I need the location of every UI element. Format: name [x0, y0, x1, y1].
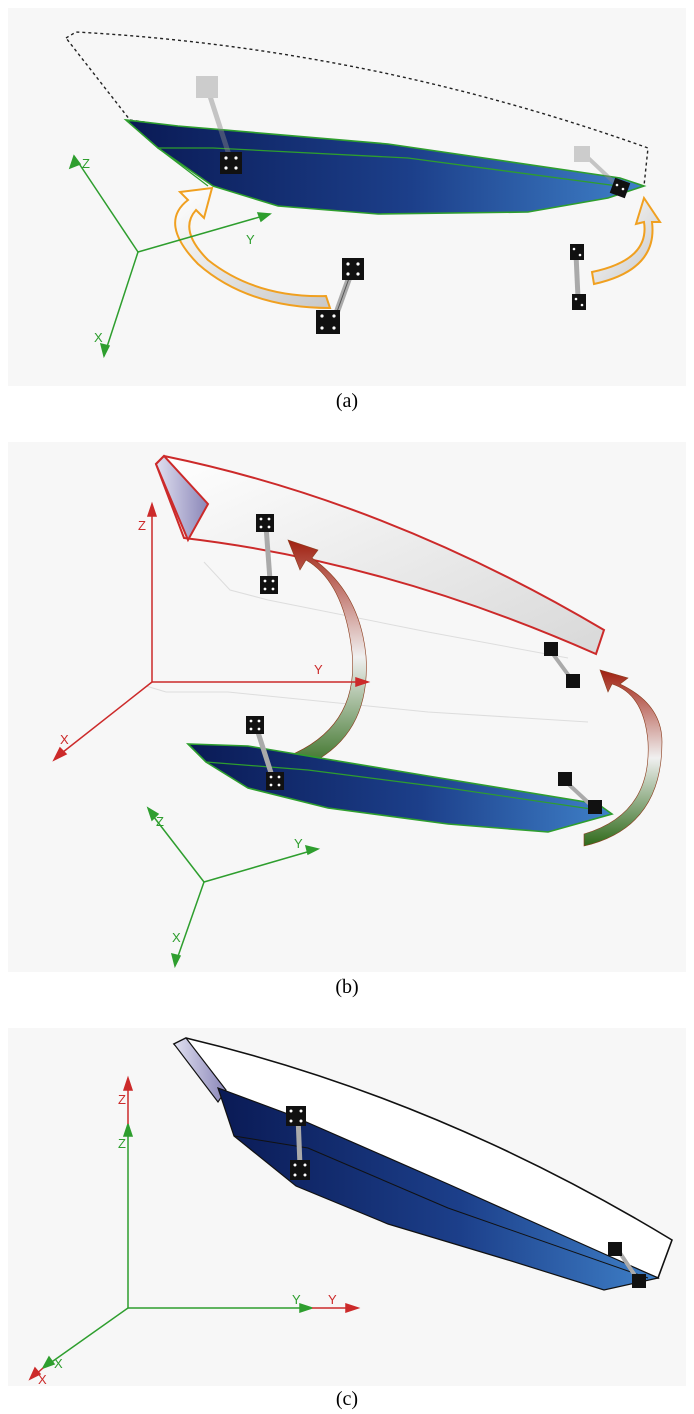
hull-top-edge	[125, 119, 619, 187]
axis-label-z: Z	[82, 156, 90, 171]
caption-a: (a)	[335, 390, 359, 412]
axis-red-label-z: Z	[118, 1092, 126, 1107]
target-deck-bow	[154, 454, 210, 543]
hull-marker-right	[608, 1242, 646, 1288]
curved-arrow-left	[277, 539, 367, 775]
rod-connector-center	[316, 258, 364, 334]
hull-shape	[217, 1087, 660, 1291]
caption-c: (c)	[335, 1388, 359, 1410]
axis-red-label-x: X	[38, 1372, 47, 1386]
hull-marker-left	[246, 716, 284, 790]
axis-green-label-y: Y	[292, 1292, 301, 1307]
panel-a: Z Y X	[8, 8, 686, 386]
hull-top-edge	[187, 743, 599, 811]
target-deck	[154, 454, 606, 656]
deck-marker-left	[256, 514, 278, 594]
hull-marker-right	[558, 772, 602, 814]
axis-green-label-x: X	[172, 930, 181, 945]
axis-label-y: Y	[246, 232, 255, 247]
axis-red-label-y: Y	[314, 662, 323, 677]
axes-red	[52, 501, 371, 762]
axes-green	[146, 806, 321, 969]
curved-arrow-left	[174, 186, 332, 310]
axis-red-label-y: Y	[328, 1292, 337, 1307]
deck-bow	[173, 1037, 227, 1104]
panel-c-figure: Z Y X Z Y X	[28, 1037, 673, 1386]
axis-red-label-x: X	[60, 732, 69, 747]
axis-red-label-z: Z	[138, 518, 146, 533]
curved-arrow-right	[590, 195, 662, 286]
ghost-marker-left	[196, 76, 233, 159]
target-outline-dashed	[64, 31, 649, 191]
axes-red	[28, 1075, 361, 1381]
hull-shape	[123, 118, 647, 215]
curved-arrow-right	[583, 669, 663, 847]
panel-b: Z Y X Z Y X	[8, 442, 686, 972]
axes-green	[68, 154, 272, 359]
axis-green-label-x: X	[54, 1356, 63, 1371]
hull-marker-left	[286, 1106, 310, 1180]
panel-c: Z Y X Z Y X	[8, 1028, 686, 1386]
deck-outline	[172, 1037, 673, 1280]
axes-green	[41, 1121, 315, 1370]
hull-keel-line	[233, 1135, 649, 1279]
marker-on-hull-left	[220, 152, 242, 174]
axis-green-label-z: Z	[118, 1136, 126, 1151]
deck-marker-right	[544, 642, 580, 688]
hull-shape	[186, 743, 614, 833]
ghost-hull-lines	[145, 561, 589, 723]
axis-label-x: X	[94, 330, 103, 345]
panel-a-figure: Z Y X	[64, 31, 662, 359]
axis-green-label-y: Y	[294, 836, 303, 851]
rod-connector-right	[570, 244, 586, 310]
hull-keel-line	[157, 147, 209, 187]
caption-b: (b)	[335, 976, 359, 998]
marker-on-hull-right	[609, 177, 631, 199]
axis-green-label-z: Z	[156, 814, 164, 829]
panel-b-figure: Z Y X Z Y X	[52, 454, 663, 969]
